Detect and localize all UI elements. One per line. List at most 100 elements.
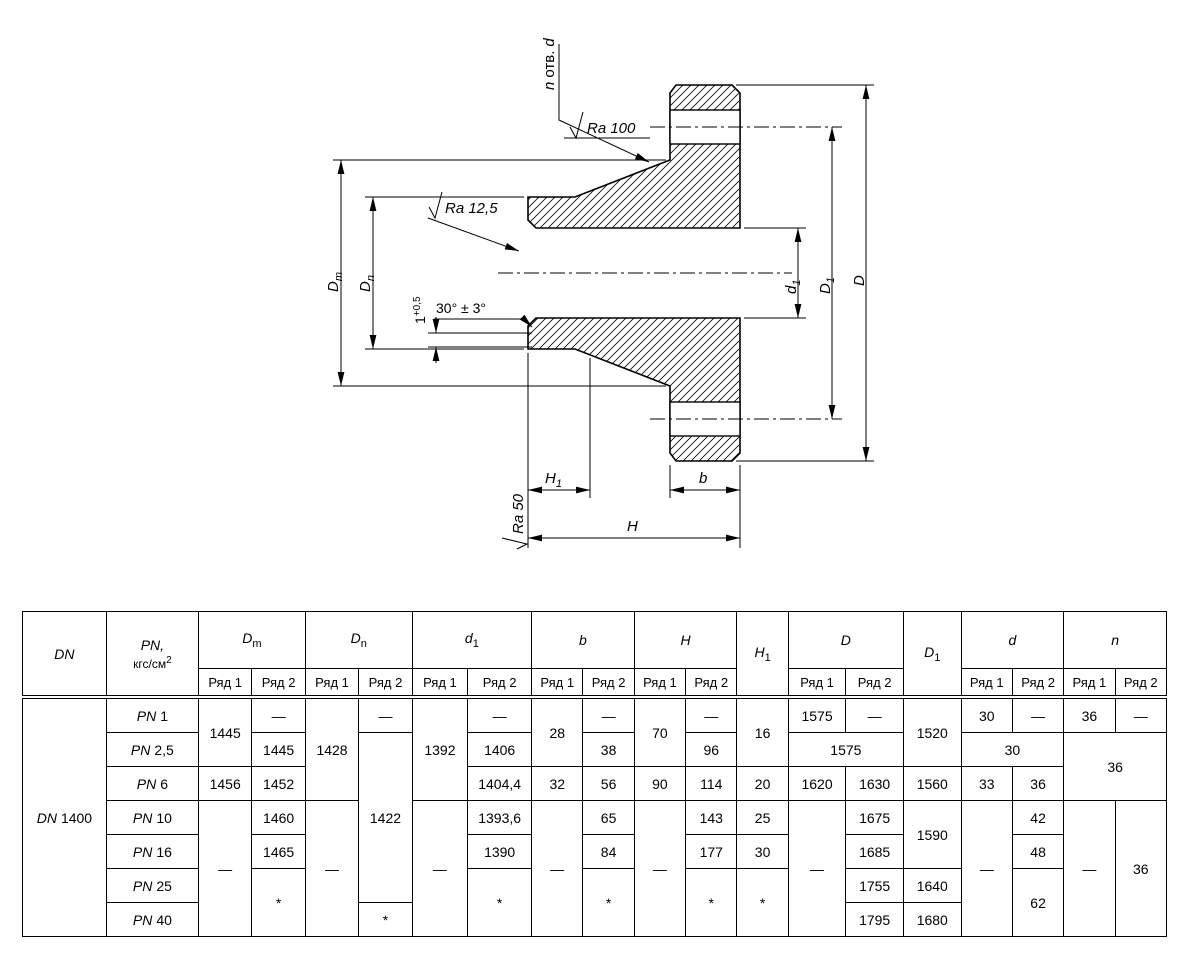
ra125-leader [427,217,520,252]
table-cell: — [197,800,253,937]
table-cell: — [845,695,904,733]
col-header-b: b [531,611,635,669]
table-cell: 1560 [902,766,962,801]
subheader: Ряд 1 [531,668,584,698]
subheader: Ряд 1 [304,668,360,698]
col-header-d1: d1 [411,611,533,669]
table-cell: 1392 [411,695,469,801]
table-cell: 1452 [251,766,306,801]
col-header-dm: Dm [197,611,306,669]
table-cell: 1456 [197,766,253,801]
table-cell: 1675 [845,800,904,835]
table-cell: 1445 [197,695,253,767]
roughness-icon [569,111,584,140]
table-cell: * [685,868,738,937]
table-cell: 30 [960,695,1013,733]
subheader: Ряд 1 [1063,668,1116,698]
table-cell: 16 [736,695,789,767]
table-cell: 114 [685,766,738,801]
label-dim-d1: d1 [783,280,803,294]
col-header-pn: PN,кгс/см2 [105,611,199,698]
flange-section-lower [527,317,741,462]
table-cell: — [685,695,738,733]
flange-drawing: nотв.d Ra 100 Ra 12,5 Ra 50 30° ± 3° 1+0… [325,38,874,550]
col-header-H1: H1 [736,611,789,698]
table-cell: — [1063,800,1116,937]
label-ra125: Ra 12,5 [445,200,498,217]
col-header-H: H [633,611,738,669]
table-cell: 36 [1011,766,1065,801]
subheader: Ряд 2 [1011,668,1065,698]
table-cell: 84 [582,834,635,869]
table-cell: 1640 [902,868,962,903]
table-cell: 62 [1011,868,1065,937]
table-cell: * [582,868,635,937]
label-dim-D1: D1 [817,277,837,294]
table-cell: 90 [633,766,687,801]
table-cell: * [251,868,306,937]
table-cell: 36 [1063,732,1167,801]
table-cell: 1460 [251,800,306,835]
table-cell: 33 [960,766,1013,801]
table-cell: 38 [582,732,635,767]
drawing-labels: nотв.d Ra 100 Ra 12,5 Ra 50 30° ± 3° 1+0… [325,38,868,550]
table-cell: 36 [1063,695,1116,733]
subheader: Ряд 1 [411,668,469,698]
table-cell: 42 [1011,800,1065,835]
subheader: Ряд 2 [845,668,904,698]
roughness-icon [501,537,529,550]
table-cell: 1422 [358,732,413,903]
label-n-holes: nотв.d [541,38,558,90]
table-cell: * [467,868,533,937]
label-chamfer: 1+0,5 [412,296,428,324]
subheader: Ряд 2 [582,668,635,698]
dimension-lines [337,85,870,542]
table-cell: — [531,800,584,937]
table-cell: — [960,800,1013,937]
table-cell: — [787,800,847,937]
table-cell: — [411,800,469,937]
flange-section-upper [527,84,741,229]
table-cell: 30 [736,834,789,869]
table-cell: 20 [736,766,789,801]
col-header-D1: D1 [902,611,962,698]
col-header-n: n [1063,611,1167,669]
col-header-d: d [960,611,1065,669]
table-cell: — [304,800,360,937]
table-cell: 70 [633,695,687,767]
table-cell: 1390 [467,834,533,869]
table-cell: 1590 [902,800,962,869]
subheader: Ряд 1 [633,668,687,698]
subheader: Ряд 2 [685,668,738,698]
subheader: Ряд 2 [1114,668,1168,698]
table-cell: — [1011,695,1065,733]
table-cell: * [358,902,413,937]
table-cell: 1620 [787,766,847,801]
table-cell: 1428 [304,695,360,801]
table-cell: 1685 [845,834,904,869]
table-cell: 1406 [467,732,533,767]
subheader: Ряд 1 [787,668,847,698]
centerlines [498,126,842,420]
table-cell: 1680 [902,902,962,937]
table-cell: 1575 [787,732,904,767]
table-cell: 48 [1011,834,1065,869]
label-dim-D: D [851,275,868,286]
col-header-dnn: Dn [304,611,413,669]
label-ra50: Ra 50 [510,493,527,534]
table-cell: 65 [582,800,635,835]
table-cell: * [736,868,789,937]
label-ra100: Ra 100 [587,120,636,137]
table-cell: 28 [531,695,584,767]
table-cell: 143 [685,800,738,835]
